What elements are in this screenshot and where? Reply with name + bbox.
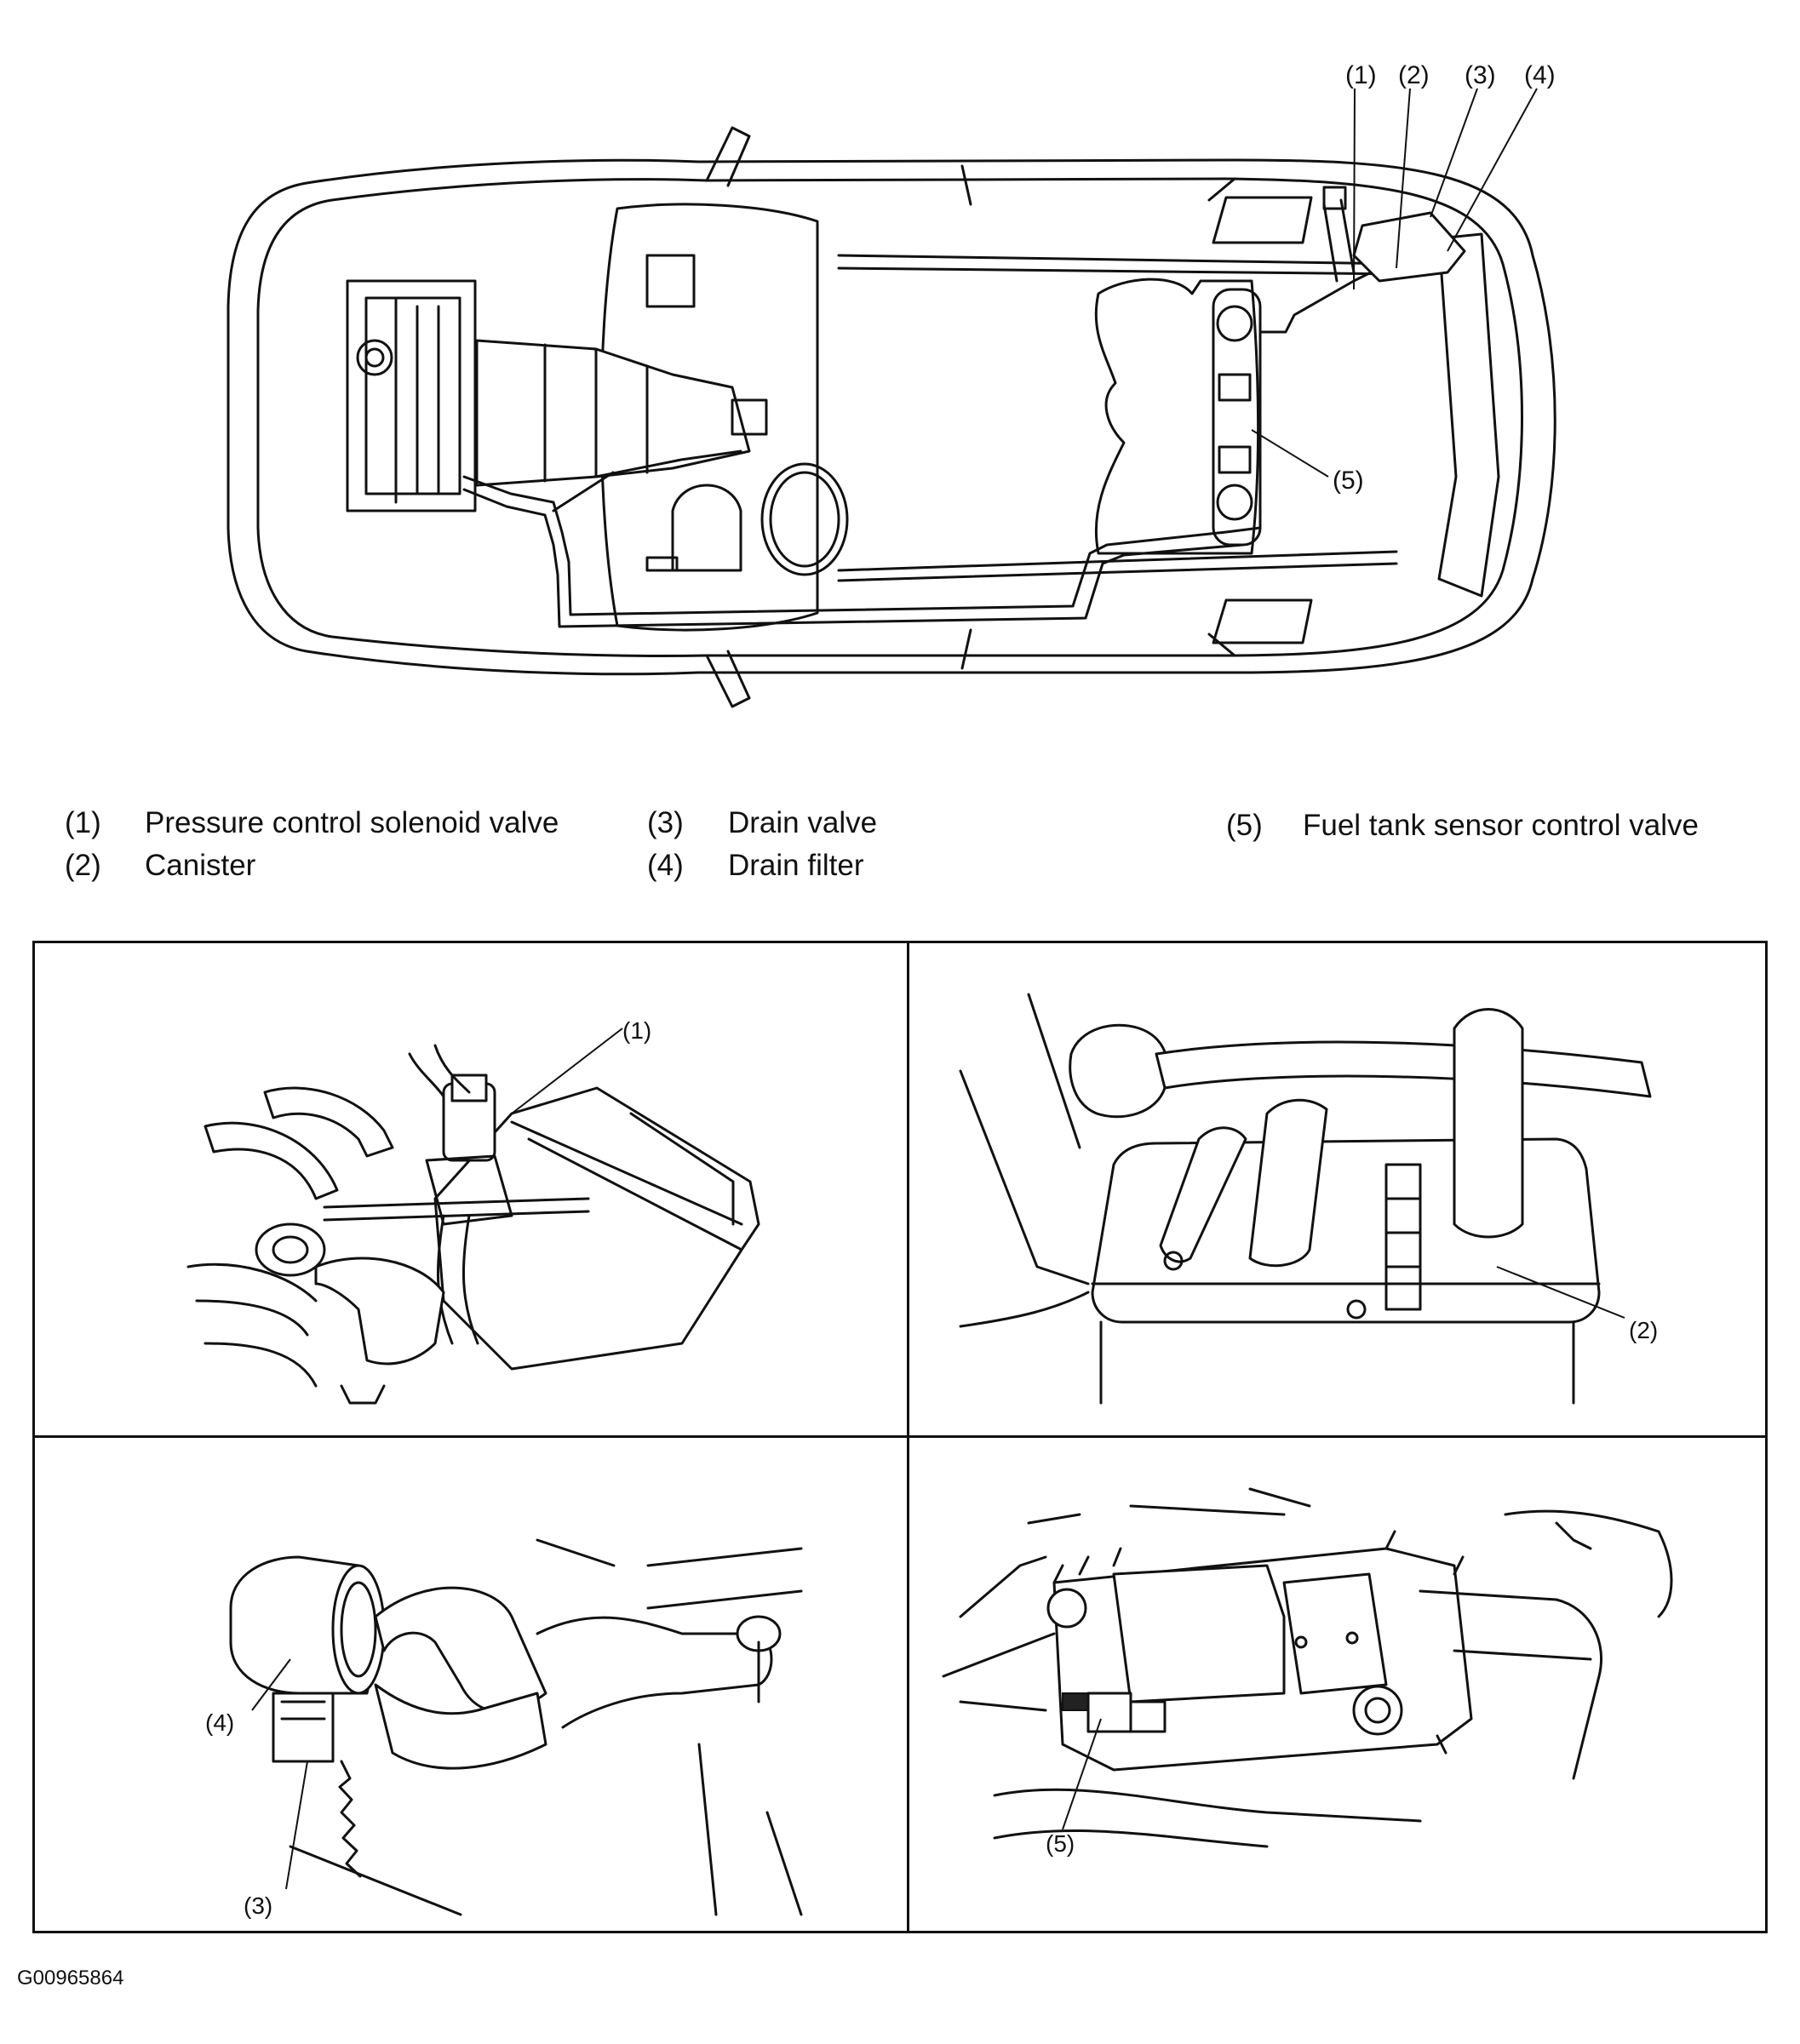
canister-drawing xyxy=(959,993,1652,1405)
legend-label-5: Fuel tank sensor control valve xyxy=(1303,809,1699,842)
leader-2 xyxy=(1396,88,1411,269)
leader-2-detail xyxy=(1496,1266,1625,1319)
panel-fuel-tank-sensor-valve: (5) xyxy=(909,1438,1770,1936)
leader-4-detail xyxy=(251,1658,291,1711)
figure-id: G00965864 xyxy=(17,1967,124,1990)
cabin-rear xyxy=(960,164,1236,670)
car-body-outline xyxy=(226,158,1556,676)
engine-block xyxy=(346,279,477,512)
legend-label-1: Pressure control solenoid valve xyxy=(145,806,559,839)
leader-4 xyxy=(1447,88,1538,252)
fuel-tank-sensor-valve-drawing xyxy=(942,1487,1673,1848)
solenoid-valve-drawing xyxy=(186,1028,760,1405)
detail-panels-grid: (1) (2) xyxy=(32,941,1768,1933)
rear-window-top xyxy=(1212,196,1313,244)
legend-label-2: Canister xyxy=(145,849,256,882)
car-inner-outline xyxy=(256,177,1523,657)
legend-num-2: (2) xyxy=(65,849,101,882)
leader-5 xyxy=(1251,429,1329,478)
tank-sensor-plate xyxy=(1212,288,1262,547)
drain-hose-coil xyxy=(338,1760,362,1878)
legend-label-4: Drain filter xyxy=(728,849,864,882)
legend: (1) Pressure control solenoid valve (2) … xyxy=(0,0,1800,882)
mirror-top xyxy=(705,126,751,187)
drain-valve-filter-drawing xyxy=(229,1538,803,1916)
car-overview-drawing xyxy=(226,88,1556,708)
callout-3-top: (3) xyxy=(1465,61,1496,89)
leader-1-detail xyxy=(511,1028,623,1114)
callout-5-top: (5) xyxy=(1333,467,1364,495)
grid-divider-horizontal xyxy=(35,1435,1765,1438)
leader-1 xyxy=(1353,88,1356,290)
callout-1-detail: (1) xyxy=(622,1017,652,1044)
callout-2-detail: (2) xyxy=(1629,1317,1659,1343)
leader-3 xyxy=(1430,88,1478,218)
panel-solenoid-valve: (1) xyxy=(35,943,907,1435)
rail-top xyxy=(837,254,1407,276)
vapor-line xyxy=(462,475,1262,616)
callout-4-top: (4) xyxy=(1524,61,1556,89)
rear-window-right xyxy=(1437,232,1500,598)
legend-num-5: (5) xyxy=(1226,809,1263,842)
exhaust-pipe xyxy=(552,449,742,512)
leader-5-detail xyxy=(1062,1718,1102,1830)
callout-4-detail: (4) xyxy=(205,1709,235,1736)
canister-assembly xyxy=(1352,211,1466,283)
legend-num-1: (1) xyxy=(65,806,101,839)
leader-3-detail xyxy=(285,1761,308,1890)
callout-5-detail: (5) xyxy=(1046,1830,1075,1857)
fuel-tank xyxy=(1094,278,1259,555)
mirror-bottom xyxy=(705,650,751,708)
callout-3-detail: (3) xyxy=(244,1892,273,1919)
legend-label-3: Drain valve xyxy=(728,806,878,839)
callout-1-top: (1) xyxy=(1345,61,1377,89)
rear-window-bottom xyxy=(1212,598,1313,644)
transmission xyxy=(475,339,751,487)
legend-num-4: (4) xyxy=(647,849,684,882)
fuel-filler-ring xyxy=(760,462,849,576)
panel-canister: (2) xyxy=(909,943,1770,1435)
rail-bottom xyxy=(837,550,1398,582)
legend-num-3: (3) xyxy=(647,806,684,839)
panel-drain-valve-filter: (4) (3) xyxy=(35,1438,907,1936)
callout-2-top: (2) xyxy=(1398,61,1430,89)
car-overview-diagram: (1) (2) (3) (4) (5) xyxy=(213,51,1592,724)
